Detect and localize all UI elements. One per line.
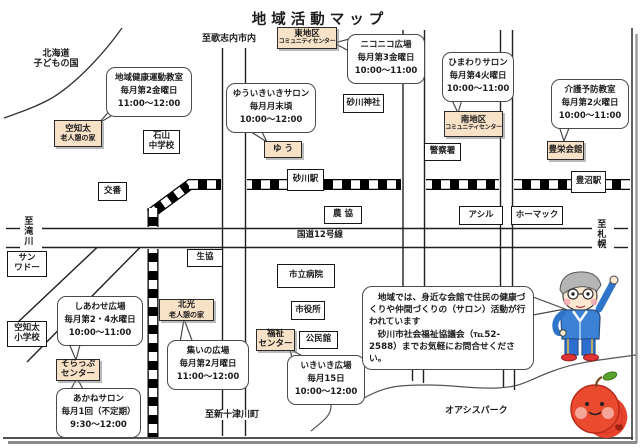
label-oasis-park: オアシスパーク <box>445 406 508 416</box>
callout-himawari-schedule: 毎月第4火曜日 <box>449 71 507 82</box>
callout-yui-time: 10:00～12:00 <box>239 115 303 126</box>
callout-kenko-schedule: 毎月第2金曜日 <box>120 86 178 97</box>
callout-shiawase-schedule: 毎月第2・4水曜日 <box>64 315 136 326</box>
label-to-takikawa: 至滝川 <box>22 216 33 246</box>
callout-kenko-time: 11:00～12:00 <box>117 99 181 110</box>
box-homac: ホーマック <box>511 206 563 225</box>
callout-kaigo-title: 介護予防教室 <box>564 85 616 95</box>
callout-shiawase-hiroba: しあわせ広場 毎月第2・4水曜日 10:00～11:00 <box>57 296 143 346</box>
callout-tsudoi-time: 11:00～12:00 <box>176 372 240 383</box>
callout-niko-title: ニコニコ広場 <box>360 40 412 50</box>
oasis-park-boundary <box>363 354 637 399</box>
box-east-cc-line1: 東地区 <box>294 28 320 39</box>
label-kodomonokuni-line2: 子どもの国 <box>33 59 79 70</box>
box-sunagawa-shrine: 砂川神社 <box>343 94 384 113</box>
box-sorappu-line1: そらっぷ <box>60 359 95 370</box>
box-seikyo: 生協 <box>187 249 223 267</box>
bubble-paragraph-2: 砂川市社会福祉協議会（℡52-2588）までお気軽にお問合せください。 <box>369 329 515 364</box>
box-east-cc-line2: コミュニティセンター <box>278 38 336 46</box>
label-route12: 国道12号線 <box>297 230 343 240</box>
callout-kenko-title: 地域健康運動教室 <box>114 73 183 83</box>
box-sunwado-line1: サン <box>18 253 36 264</box>
box-hokko-line1: 北光 <box>177 300 195 311</box>
elderly-man-mascot <box>552 271 619 362</box>
box-hokko-rojin-home: 北光 老人憩の家 <box>159 299 214 321</box>
box-sorappu-center: そらっぷ センター <box>56 359 100 381</box>
callout-ikiiki-hiroba: いきいき広場 毎月15日 10:00～12:00 <box>287 355 365 405</box>
box-fukushi-center: 福祉 センター <box>256 329 295 351</box>
box-sorachibuto-es: 空知太 小学校 <box>7 321 47 347</box>
box-south-cc-line1: 南地区 <box>460 114 487 125</box>
box-city-hall: 市役所 <box>291 301 325 320</box>
box-sorachibuto-rojin-home: 空知太 老人憩の家 <box>54 120 102 147</box>
callout-shiawase-time: 10:00～11:00 <box>68 328 132 339</box>
info-speech-bubble: 地域では、身近な会館で住民の健康づくりや仲間づくりの（サロン）活動が行われていま… <box>362 286 534 371</box>
callout-tsudoi-title: 集いの広場 <box>186 346 230 356</box>
callout-nikoniko-hiroba: ニコニコ広場 毎月第3金曜日 10:00～11:00 <box>347 34 425 84</box>
callout-shiawase-title: しあわせ広場 <box>74 302 126 312</box>
box-sorachibuto-es-line2: 小学校 <box>14 333 40 343</box>
box-kominkan: 公民館 <box>299 331 338 349</box>
park-road-curve <box>3 27 123 119</box>
page-border <box>3 28 638 444</box>
callout-himawari-time: 10:00～11:00 <box>446 84 510 95</box>
box-fukushi-line1: 福祉 <box>266 329 284 340</box>
callout-akane-title: あかねサロン <box>72 394 124 404</box>
callout-kaigo-schedule: 毎月第2火曜日 <box>561 98 619 109</box>
callout-yui-title: ゆういきいきサロン <box>232 89 310 99</box>
callout-ikiiki-schedule: 毎月15日 <box>307 374 345 385</box>
callout-niko-time: 10:00～11:00 <box>354 66 418 77</box>
ikiiki-callout-curl <box>310 403 332 432</box>
callout-ikiiki-title: いきいき広場 <box>300 361 352 371</box>
box-toyonuma-station: 豊沼駅 <box>571 171 606 193</box>
callout-kaigo-yobo: 介護予防教室 毎月第2火曜日 10:00～11:00 <box>551 79 629 129</box>
callout-himawari-title: ひまわりサロン <box>448 58 508 68</box>
callout-ikiiki-time: 10:00～12:00 <box>294 387 358 398</box>
box-ishiyama-line2: 中学校 <box>148 141 175 151</box>
box-sorachibuto-home-line2: 老人憩の家 <box>60 134 96 143</box>
box-sunwado: サン ワドー <box>7 251 47 277</box>
box-city-hospital: 市立病院 <box>277 264 335 288</box>
box-yu: ゆ う <box>264 141 302 158</box>
label-to-utashinai: 至歌志内市内 <box>202 34 257 44</box>
callout-kaigo-time: 10:00～11:00 <box>558 111 622 122</box>
callout-akane-time: 9:30～12:00 <box>70 420 127 431</box>
box-hokko-line2: 老人憩の家 <box>169 310 204 319</box>
callout-niko-schedule: 毎月第3金曜日 <box>357 53 415 64</box>
box-sorappu-line2: センター <box>60 369 95 379</box>
box-ishiyama-jhs: 石山 中学校 <box>143 130 180 154</box>
callout-akane-schedule: 毎月1回（不定期） <box>61 407 136 418</box>
callout-tsudoi-schedule: 毎月第2月曜日 <box>179 359 237 370</box>
box-sunwado-line2: ワドー <box>14 263 40 273</box>
box-sorachibuto-home-line1: 空知太 <box>65 123 91 134</box>
box-ashiru: アシル <box>459 206 503 225</box>
box-fukushi-line2: センター <box>258 339 293 349</box>
label-kodomonokuni: 北海道 子どもの国 <box>24 49 88 70</box>
label-to-shintotsukawa: 至新十津川町 <box>203 410 262 421</box>
box-east-community-center: 東地区 コミュニティセンター <box>277 27 337 49</box>
box-sunagawa-station: 砂川駅 <box>287 169 324 191</box>
callout-kenko-kyoshitsu: 地域健康運動教室 毎月第2金曜日 11:00～12:00 <box>106 67 192 117</box>
callout-akane-salon: あかねサロン 毎月1回（不定期） 9:30～12:00 <box>56 388 141 438</box>
label-kodomonokuni-line1: 北海道 <box>42 49 70 59</box>
bubble-paragraph-1: 地域では、身近な会館で住民の健康づくりや仲間づくりの（サロン）活動が行われていま… <box>369 293 526 328</box>
box-south-cc-line2: コミュニティセンター <box>445 124 502 132</box>
box-ishiyama-line1: 石山 <box>152 131 170 142</box>
box-south-community-center: 南地区 コミュニティセンター <box>444 111 503 137</box>
callout-tsudoi-hiroba: 集いの広場 毎月第2月曜日 11:00～12:00 <box>167 340 249 390</box>
rail-crossing-gaps <box>145 177 514 249</box>
box-koban: 交番 <box>98 182 127 201</box>
apple-mascot <box>570 371 628 438</box>
box-nokyo: 農 協 <box>324 206 362 224</box>
callout-himawari-salon: ひまわりサロン 毎月第4火曜日 10:00～11:00 <box>442 52 514 102</box>
box-police-station: 警察署 <box>424 143 461 161</box>
label-to-sapporo: 至札幌 <box>595 219 606 249</box>
callout-yui-schedule: 毎月月末頃 <box>249 102 293 113</box>
box-sorachibuto-es-line1: 空知太 <box>14 323 40 334</box>
callout-yui-salon: ゆういきいきサロン 毎月月末頃 10:00～12:00 <box>226 83 316 133</box>
box-hoei-kaikan: 豊栄会館 <box>547 141 584 160</box>
page-title: 地域活動マップ <box>251 12 389 28</box>
